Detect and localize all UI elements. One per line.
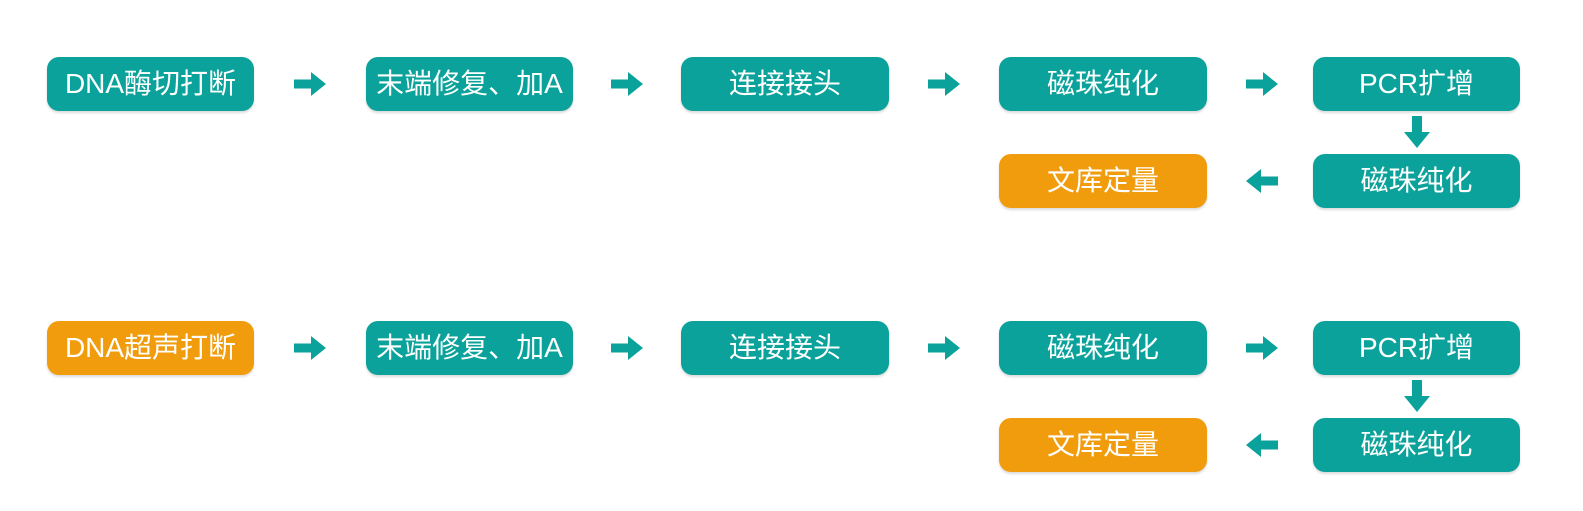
arrow-right-icon <box>928 72 960 96</box>
step-end-repair-a-tailing: 末端修复、加A <box>366 57 573 111</box>
step-bead-purification-2: 磁珠纯化 <box>1313 154 1520 208</box>
step-library-quantification: 文库定量 <box>999 154 1207 208</box>
step-end-repair-a-tailing: 末端修复、加A <box>366 321 573 375</box>
arrow-right-icon <box>294 336 326 360</box>
step-dna-enzyme-fragmentation: DNA酶切打断 <box>47 57 254 111</box>
arrow-left-icon <box>1246 169 1278 193</box>
arrow-down-icon <box>1404 116 1430 148</box>
step-bead-purification: 磁珠纯化 <box>999 321 1207 375</box>
arrow-right-icon <box>1246 336 1278 360</box>
step-library-quantification: 文库定量 <box>999 418 1207 472</box>
arrow-right-icon <box>611 72 643 96</box>
arrow-right-icon <box>928 336 960 360</box>
step-bead-purification-2: 磁珠纯化 <box>1313 418 1520 472</box>
arrow-right-icon <box>1246 72 1278 96</box>
arrow-down-icon <box>1404 380 1430 412</box>
step-adapter-ligation: 连接接头 <box>681 321 889 375</box>
step-dna-sonication-fragmentation: DNA超声打断 <box>47 321 254 375</box>
arrow-right-icon <box>294 72 326 96</box>
step-adapter-ligation: 连接接头 <box>681 57 889 111</box>
step-pcr-amplification: PCR扩增 <box>1313 321 1520 375</box>
step-pcr-amplification: PCR扩增 <box>1313 57 1520 111</box>
arrow-right-icon <box>611 336 643 360</box>
step-bead-purification: 磁珠纯化 <box>999 57 1207 111</box>
arrow-left-icon <box>1246 433 1278 457</box>
